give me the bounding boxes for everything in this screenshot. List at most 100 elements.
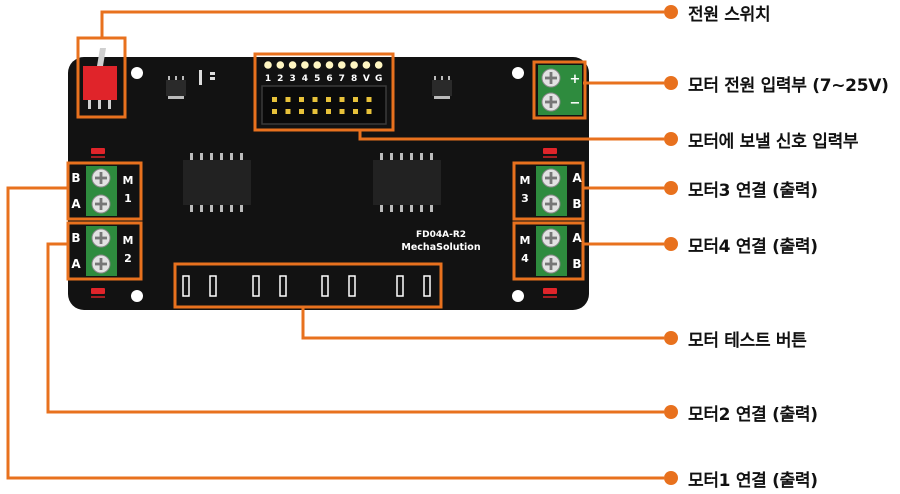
- header-led-dot: [276, 61, 285, 69]
- test-button[interactable]: [396, 275, 404, 297]
- terminal-label: A: [71, 257, 81, 271]
- mount-hole: [512, 290, 524, 302]
- terminal-label: 2: [124, 252, 132, 265]
- header-pin: [312, 97, 318, 102]
- ic-pin: [190, 205, 193, 212]
- header-pin-label: 7: [339, 74, 345, 84]
- smd-transistor: [166, 76, 186, 99]
- terminal-label: 1: [124, 192, 132, 205]
- leader-lines: [6, 10, 664, 480]
- smd-resistor: [199, 70, 215, 85]
- header-pin: [353, 97, 358, 102]
- header-pin: [366, 97, 372, 102]
- callout-label: 모터1 연결 (출력): [688, 470, 818, 491]
- ic-pin: [210, 153, 213, 160]
- header-pin: [326, 97, 331, 102]
- test-button[interactable]: [252, 275, 260, 297]
- power-switch[interactable]: [76, 36, 127, 119]
- header-pin: [285, 109, 291, 114]
- ic-pin: [230, 205, 233, 212]
- mount-hole: [131, 290, 143, 302]
- terminal-label: B: [572, 257, 581, 271]
- screw-slot: [549, 96, 553, 108]
- callout-power-switch: 전원 스위치: [664, 0, 771, 25]
- header-pin-label: 8: [351, 74, 357, 84]
- leader-power-switch: [100, 10, 664, 38]
- board-model-label: FD04A-R2: [416, 230, 466, 240]
- callout-label: 모터에 보낼 신호 입력부: [688, 131, 859, 152]
- callout-motor-power-input: 모터 전원 입력부 (7~25V): [664, 71, 889, 96]
- ic-pin: [410, 153, 413, 160]
- callout-label: 전원 스위치: [688, 4, 771, 25]
- terminal-label: A: [572, 171, 582, 185]
- test-button[interactable]: [209, 275, 217, 297]
- test-button[interactable]: [348, 275, 356, 297]
- leader-motor1: [6, 186, 664, 480]
- callout-label: 모터2 연결 (출력): [688, 404, 818, 425]
- ic-pin: [210, 205, 213, 212]
- screw-slot: [99, 198, 103, 210]
- callout-label: 모터3 연결 (출력): [688, 180, 818, 201]
- smd-resistor: [543, 148, 557, 154]
- smd-resistor: [91, 296, 105, 298]
- mount-hole: [131, 67, 143, 79]
- header-led-dot: [350, 61, 358, 69]
- header-pin: [326, 109, 331, 114]
- terminal-label: B: [572, 197, 581, 211]
- header-pin-label: 1: [265, 74, 271, 84]
- test-button[interactable]: [423, 275, 431, 297]
- header-led-dot: [338, 61, 346, 69]
- driver-ic: [373, 153, 441, 212]
- callout-motor3: 모터3 연결 (출력): [664, 176, 818, 201]
- ic-pin: [430, 205, 433, 212]
- header-led-dot: [288, 61, 297, 69]
- header-pin: [299, 97, 304, 102]
- test-button[interactable]: [321, 275, 329, 297]
- ic-pin: [380, 205, 383, 212]
- motor-test-buttons[interactable]: [173, 262, 443, 309]
- header-led-dot: [362, 61, 371, 69]
- ic-pin: [240, 205, 243, 212]
- ic-pin: [390, 153, 393, 160]
- bullet-dot: [664, 405, 678, 419]
- test-button[interactable]: [182, 275, 190, 297]
- smd-resistor: [543, 296, 557, 298]
- smd-transistor: [432, 76, 452, 99]
- mount-hole: [512, 67, 524, 79]
- header-pin-label: 2: [277, 74, 283, 84]
- bullet-dot: [664, 132, 678, 146]
- screw-slot: [99, 258, 103, 270]
- terminal-label: M: [123, 234, 134, 247]
- smd-resistor: [91, 148, 105, 154]
- leader-signal-input: [358, 130, 664, 141]
- callout-label: 모터4 연결 (출력): [688, 236, 818, 257]
- header-pin: [312, 109, 318, 114]
- ic-pin: [200, 153, 203, 160]
- pcb-board: [68, 57, 589, 310]
- header-led-dot: [374, 61, 383, 69]
- terminal-label: B: [71, 171, 80, 185]
- terminal-label: −: [570, 96, 581, 111]
- smd-resistor: [543, 156, 557, 158]
- terminal-power-input[interactable]: +−: [532, 60, 587, 120]
- terminal-label: M: [520, 174, 531, 187]
- bullet-dot: [664, 237, 678, 251]
- header-pin-label: 5: [314, 74, 320, 84]
- header-led-dot: [264, 61, 272, 69]
- callout-motor4: 모터4 연결 (출력): [664, 232, 818, 257]
- header-pin: [366, 109, 372, 114]
- header-pin-label: 6: [326, 74, 332, 84]
- ic-pin: [190, 153, 193, 160]
- smd-resistor: [91, 288, 105, 294]
- ic-pin: [220, 205, 223, 212]
- ic-pin: [400, 153, 403, 160]
- callout-test-buttons: 모터 테스트 버튼: [664, 326, 807, 351]
- test-button[interactable]: [279, 275, 287, 297]
- screw-slot: [99, 232, 103, 244]
- terminal-label: A: [572, 231, 582, 245]
- ic-pin: [400, 205, 403, 212]
